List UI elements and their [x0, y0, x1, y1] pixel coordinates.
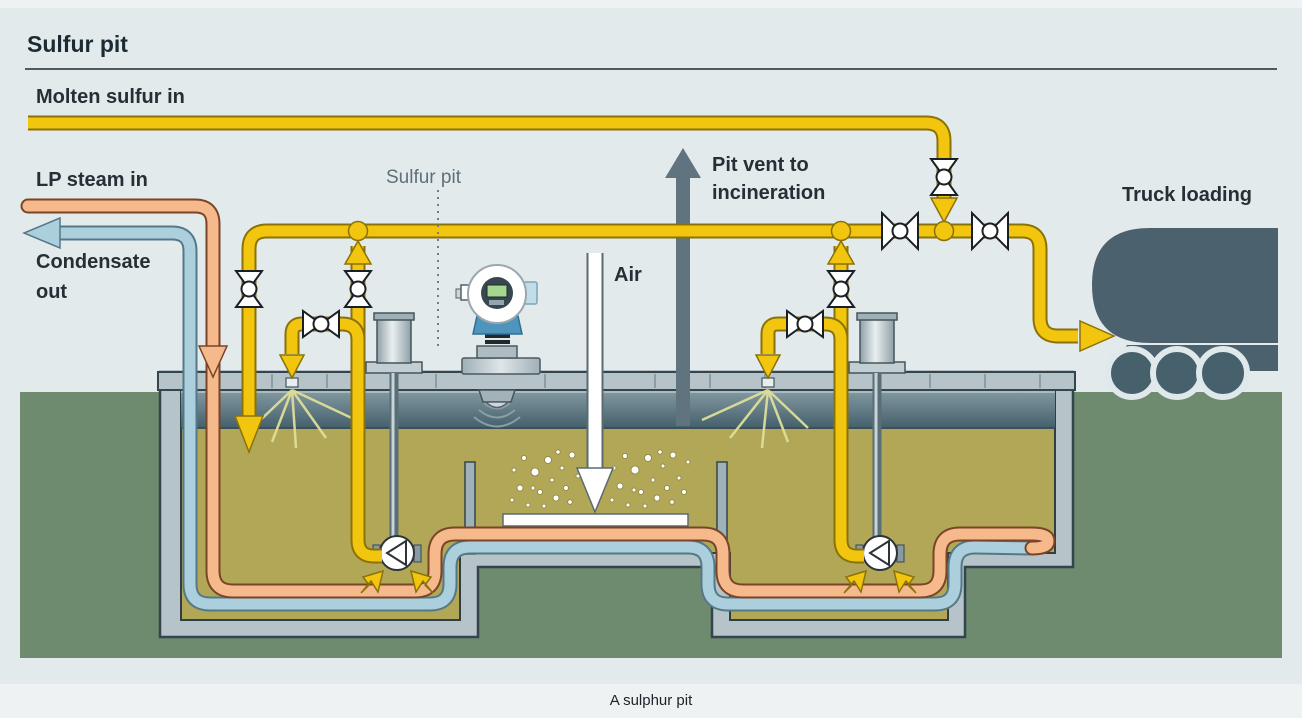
truck-icon [1092, 228, 1278, 400]
vent-label-line1: Pit vent to [712, 154, 809, 176]
pump-right [843, 312, 917, 594]
condensate-coil-pipe [52, 225, 1040, 612]
valve-icon [234, 270, 264, 308]
transmitter-display [486, 284, 508, 298]
truck-wheels [1105, 346, 1250, 400]
air-arrow-down [575, 467, 615, 514]
air-label: Air [614, 264, 642, 286]
valve-icon [971, 210, 1009, 252]
pit-pointer-label: Sulfur pit [386, 167, 462, 188]
right-spray-arrow [754, 354, 782, 380]
steam-arrow-down [197, 345, 229, 379]
suction-arrow [360, 569, 434, 594]
condensate-label-line2: out [36, 281, 67, 303]
page-title: Sulfur pit [27, 31, 128, 57]
air-sparger-plate [502, 513, 689, 527]
molten-sulfur-label: Molten sulfur in [36, 86, 185, 108]
valve-icon [826, 270, 856, 308]
flow-arrows [233, 197, 1116, 455]
valves [234, 158, 1009, 339]
valve-icon [786, 309, 824, 339]
steam-coil-pipe [20, 198, 1056, 599]
lp-steam-label: LP steam in [36, 169, 148, 191]
valve-icon [302, 309, 340, 339]
suction-arrow [843, 569, 917, 594]
figure-caption: A sulphur pit [610, 692, 693, 709]
valve-icon [881, 210, 919, 252]
condensate-label-line1: Condensate [36, 251, 150, 273]
pipe-junctions [347, 220, 955, 242]
truck-loading-arrow [1079, 319, 1116, 353]
air-pipe [575, 253, 615, 514]
vent-label-line2: incineration [712, 182, 825, 204]
condensate-arrow-left [22, 216, 61, 250]
level-transmitter-icon [455, 264, 541, 428]
vapor-space [181, 390, 1055, 428]
pit-drop-arrow [233, 415, 265, 455]
left-spray-arrow [278, 354, 306, 380]
valve-icon [929, 158, 959, 196]
right-riser-arrow [826, 239, 856, 265]
air-bubbles [509, 449, 691, 509]
truck-loading-label: Truck loading [1122, 184, 1252, 206]
left-riser-arrow [343, 239, 373, 265]
valve-icon [343, 270, 373, 308]
molten-inlet-arrow [929, 197, 959, 224]
